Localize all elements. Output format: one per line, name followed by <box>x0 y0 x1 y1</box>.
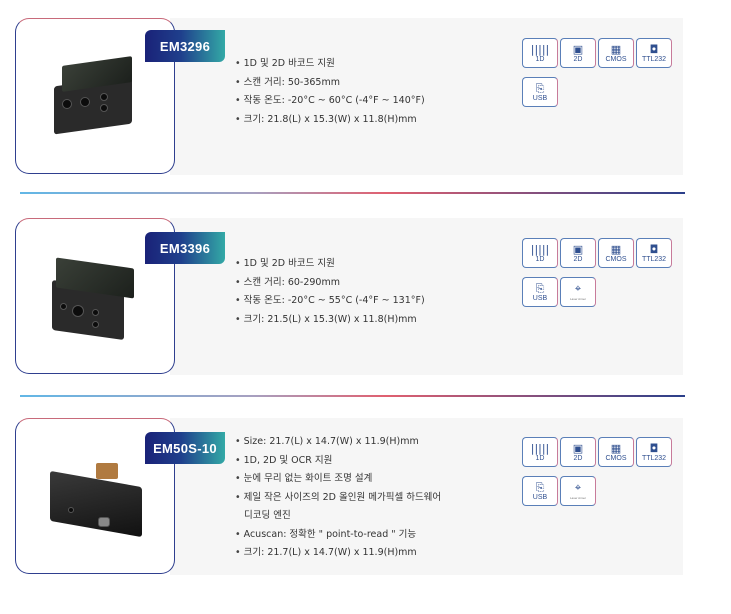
model-badge: EM3396 <box>145 232 225 264</box>
feature-ttl232: ◘TTL232 <box>636 38 672 68</box>
qr-code-icon: ▣ <box>572 242 584 256</box>
feature-ttl232: ◘TTL232 <box>636 238 672 268</box>
feature-cmos: ▦CMOS <box>598 238 634 268</box>
spec-item: 디코딩 엔진 <box>244 510 291 521</box>
feature-laser-aimer: ⌖Laser Aimer <box>560 476 596 506</box>
feature-2d: ▣2D <box>560 437 596 467</box>
chip-icon: ▦ <box>610 42 622 56</box>
feature-icons: |||||1D ▣2D ▦CMOS ◘TTL232 ⎘USB <box>522 38 672 107</box>
spec-item: 작동 온도: -20°C ~ 55°C (-4°F ~ 131°F) <box>235 292 425 311</box>
usb-icon: ⎘ <box>535 81 545 95</box>
spec-item: 1D 및 2D 바코드 지원 <box>235 255 425 274</box>
model-badge: EM3296 <box>145 30 225 62</box>
feature-icons: |||||1D ▣2D ▦CMOS ◘TTL232 ⎘USB ⌖Laser Ai… <box>522 238 672 307</box>
feature-2d: ▣2D <box>560 38 596 68</box>
section-divider <box>20 395 685 397</box>
section-divider <box>20 192 685 194</box>
spec-item: 눈에 무리 없는 화이트 조명 설계 <box>235 470 441 489</box>
spec-item: 크기: 21.7(L) x 14.7(W) x 11.9(H)mm <box>235 544 441 563</box>
spec-item: 크기: 21.8(L) x 15.3(W) x 11.8(H)mm <box>235 111 425 130</box>
spec-item: 스캔 거리: 50-365mm <box>235 74 425 93</box>
spec-item: Size: 21.7(L) x 14.7(W) x 11.9(H)mm <box>235 433 441 452</box>
feature-1d: |||||1D <box>522 38 558 68</box>
crosshair-icon: ⌖ <box>574 480 582 494</box>
spec-item: 스캔 거리: 60-290mm <box>235 274 425 293</box>
feature-usb: ⎘USB <box>522 277 558 307</box>
barcode-icon: ||||| <box>530 42 550 56</box>
feature-usb: ⎘USB <box>522 77 558 107</box>
feature-icons: |||||1D ▣2D ▦CMOS ◘TTL232 ⎘USB ⌖Laser Ai… <box>522 437 672 506</box>
feature-ttl232: ◘TTL232 <box>636 437 672 467</box>
feature-laser-aimer: ⌖Laser Aimer <box>560 277 596 307</box>
spec-item: 크기: 21.5(L) x 15.3(W) x 11.8(H)mm <box>235 311 425 330</box>
barcode-icon: ||||| <box>530 242 550 256</box>
product-card-em50s-10: EM50S-10 Size: 21.7(L) x 14.7(W) x 11.9(… <box>0 418 731 578</box>
chip-icon: ▦ <box>610 441 622 455</box>
chip-icon: ▦ <box>610 242 622 256</box>
feature-usb: ⎘USB <box>522 476 558 506</box>
port-icon: ◘ <box>649 441 659 455</box>
crosshair-icon: ⌖ <box>574 281 582 295</box>
feature-2d: ▣2D <box>560 238 596 268</box>
spec-item: 1D, 2D 및 OCR 지원 <box>235 452 441 471</box>
model-badge: EM50S-10 <box>145 432 225 464</box>
spec-list: 1D 및 2D 바코드 지원 스캔 거리: 50-365mm 작동 온도: -2… <box>235 55 425 129</box>
feature-1d: |||||1D <box>522 238 558 268</box>
product-card-em3396: EM3396 1D 및 2D 바코드 지원 스캔 거리: 60-290mm 작동… <box>0 218 731 378</box>
port-icon: ◘ <box>649 242 659 256</box>
barcode-icon: ||||| <box>530 441 550 455</box>
spec-item: 제일 작은 사이즈의 2D 올인원 메가픽셀 하드웨어 <box>235 489 442 508</box>
usb-icon: ⎘ <box>535 480 545 494</box>
spec-item: 작동 온도: -20°C ~ 60°C (-4°F ~ 140°F) <box>235 92 425 111</box>
qr-code-icon: ▣ <box>572 42 584 56</box>
feature-cmos: ▦CMOS <box>598 38 634 68</box>
spec-list: Size: 21.7(L) x 14.7(W) x 11.9(H)mm 1D, … <box>235 433 442 563</box>
port-icon: ◘ <box>649 42 659 56</box>
qr-code-icon: ▣ <box>572 441 584 455</box>
spec-list: 1D 및 2D 바코드 지원 스캔 거리: 60-290mm 작동 온도: -2… <box>235 255 425 329</box>
feature-1d: |||||1D <box>522 437 558 467</box>
usb-icon: ⎘ <box>535 281 545 295</box>
feature-cmos: ▦CMOS <box>598 437 634 467</box>
spec-item: 1D 및 2D 바코드 지원 <box>235 55 425 74</box>
spec-item: Acuscan: 정확한 " point-to-read " 기능 <box>235 526 441 545</box>
product-card-em3296: EM3296 1D 및 2D 바코드 지원 스캔 거리: 50-365mm 작동… <box>0 18 731 178</box>
